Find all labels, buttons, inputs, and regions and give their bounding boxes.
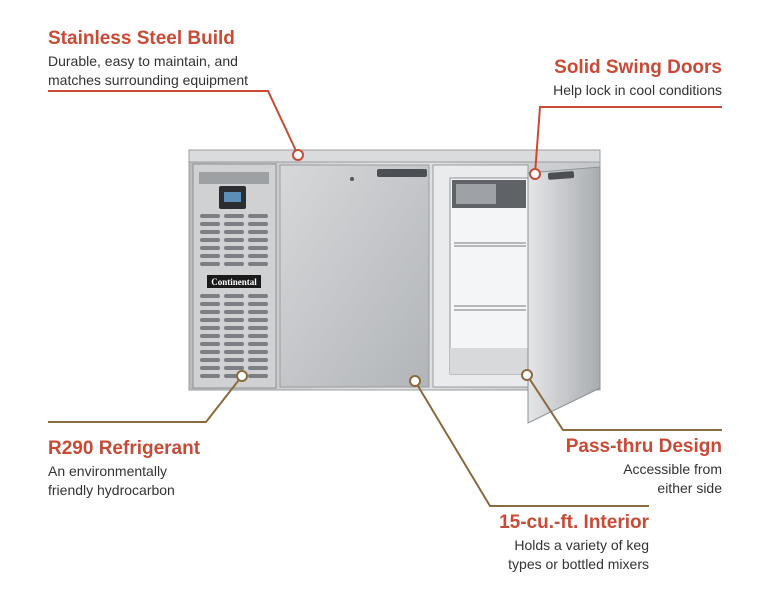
open-door [527,166,601,424]
callout-interior-desc: Holds a variety of keg types or bottled m… [499,536,649,574]
callout-refrigerant-line2: friendly hydrocarbon [48,482,175,498]
dot-passthru [521,369,533,381]
callout-refrigerant: R290 Refrigerant An environmentally frien… [48,438,200,500]
brand-badge-text: Continental [211,277,257,287]
control-display [219,186,246,209]
callout-interior: 15-cu.-ft. Interior Holds a variety of k… [499,512,649,574]
callout-stainless-desc: Durable, easy to maintain, and matches su… [48,52,248,90]
callout-interior-title: 15-cu.-ft. Interior [499,512,649,533]
callout-refrigerant-title: R290 Refrigerant [48,438,201,459]
callout-stainless-line2: matches surrounding equipment [48,72,249,88]
callout-interior-line2: types or bottled mixers [508,556,649,572]
callout-passthru-title: Pass-thru Design [565,436,722,457]
callout-passthru-desc: Accessible from either side [566,460,722,498]
callout-passthru-line2: either side [657,480,722,496]
callout-stainless-line1: Durable, easy to maintain, and [48,53,238,69]
callout-doors: Solid Swing Doors Help lock in cool cond… [553,57,722,100]
closed-door [279,164,430,388]
dot-refrigerant [236,370,248,382]
leader-refrigerant [48,375,243,423]
leader-doors [534,106,722,175]
callout-dots [236,149,541,387]
callout-stainless: Stainless Steel Build Durable, easy to m… [48,28,248,90]
callout-stainless-title: Stainless Steel Build [48,28,235,49]
callout-refrigerant-line1: An environmentally [48,463,168,479]
leader-lines [48,90,722,507]
dot-interior [409,375,421,387]
callout-doors-desc: Help lock in cool conditions [553,82,722,98]
leader-interior [414,380,649,507]
callout-passthru-line1: Accessible from [623,461,722,477]
brand-badge: Continental [207,275,261,288]
dot-stainless [292,149,304,161]
dot-doors [529,168,541,180]
callout-interior-line1: Holds a variety of keg [514,537,649,553]
callout-refrigerant-desc: An environmentally friendly hydrocarbon [48,462,200,500]
callout-passthru: Pass-thru Design Accessible from either s… [566,436,722,498]
cabinet-top [188,149,601,163]
leader-stainless [48,90,299,156]
callout-doors-title: Solid Swing Doors [554,57,722,78]
interior-opening [432,164,529,388]
leader-passthru [526,374,722,431]
